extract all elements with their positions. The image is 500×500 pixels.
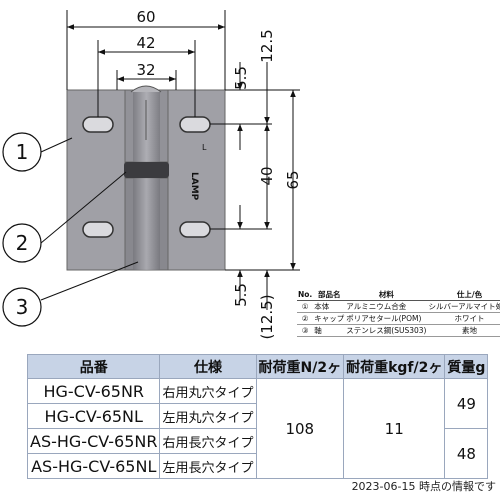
parts-header-no: No. (297, 289, 314, 301)
callout-1: 1 (2, 132, 42, 172)
hinge-cap (124, 162, 169, 178)
info-date-note: 2023-06-15 時点の情報です (351, 480, 496, 493)
spec-cell-code: HG-CV-65NR (26, 378, 161, 404)
callout-3-label: 3 (16, 295, 29, 319)
dim-width-60: 60 (136, 8, 155, 26)
dim-height-12-5-bottom: (12.5) (258, 294, 276, 339)
dim-height-12-5-top: 12.5 (258, 29, 276, 62)
spec-cell-load-n: 108 (255, 378, 345, 479)
parts-row: ② キャップ ポリアセタール(POM) ホワイト (297, 312, 500, 325)
parts-row: ③ 軸 ステンレス鋼(SUS303) 素地 (297, 324, 500, 337)
parts-cell-finish: ホワイト (427, 312, 500, 325)
spec-header-code: 品番 (26, 354, 161, 379)
mounting-hole-top-right (179, 116, 211, 133)
dim-height-5-5-top: 5.5 (232, 66, 250, 90)
parts-cell-name: 軸 (313, 324, 346, 337)
spec-cell-spec: 左用長穴タイプ (159, 453, 257, 479)
spec-table: 品番 仕様 耐荷重N/2ヶ 耐荷重kgf/2ヶ 質量g HG-CV-65NR 右… (26, 354, 489, 479)
dim-height-65: 65 (284, 170, 302, 189)
spec-cell-spec: 左用丸穴タイプ (159, 403, 257, 429)
spec-cell-code: AS-HG-CV-65NR (26, 428, 161, 454)
parts-header-name: 部品名 (313, 289, 346, 301)
spec-cell-code: AS-HG-CV-65NL (26, 453, 161, 479)
spec-cell-load-kgf: 11 (343, 378, 446, 479)
horizontal-dimensions (66, 10, 226, 117)
parts-cell-no: ① (297, 300, 314, 313)
spec-header-row: 品番 仕様 耐荷重N/2ヶ 耐荷重kgf/2ヶ 質量g (26, 354, 489, 379)
parts-row: ① 本体 アルミニウム合金 シルバーアルマイト処理 (297, 300, 500, 313)
dim-width-42: 42 (136, 34, 155, 52)
mounting-hole-top-left (82, 116, 114, 133)
spec-header-mass: 質量g (444, 354, 489, 379)
callout-1-label: 1 (16, 140, 29, 164)
spec-row: HG-CV-65NL 左用丸穴タイプ (26, 403, 488, 429)
dim-height-40: 40 (258, 166, 276, 185)
parts-cell-name: キャップ (313, 312, 346, 325)
parts-table: No. 部品名 材料 仕上/色 ① 本体 アルミニウム合金 シルバーアルマイト処… (297, 289, 500, 337)
spec-row: AS-HG-CV-65NR 右用長穴タイプ 48 (26, 428, 489, 479)
spec-cell-spec: 右用長穴タイプ (159, 428, 257, 454)
parts-cell-material: アルミニウム合金 (345, 300, 428, 313)
spec-cell-mass-top: 49 (444, 378, 489, 429)
dim-height-5-5-bottom: 5.5 (232, 283, 250, 307)
callout-2: 2 (2, 223, 42, 263)
hinge-body: LAMP L (66, 85, 226, 271)
vertical-dimensions (210, 62, 300, 310)
mounting-hole-bottom-right (179, 221, 211, 238)
parts-cell-material: ステンレス鋼(SUS303) (345, 324, 428, 337)
spec-row: HG-CV-65NR 右用丸穴タイプ 108 11 49 (26, 378, 489, 479)
callout-2-label: 2 (16, 231, 29, 255)
pin-top-cap (130, 85, 162, 93)
lamp-logo: LAMP (189, 172, 199, 201)
spec-row: AS-HG-CV-65NL 左用長穴タイプ (26, 453, 488, 479)
parts-header-row: No. 部品名 材料 仕上/色 (297, 289, 500, 301)
parts-header-material: 材料 (345, 289, 428, 301)
parts-cell-finish: シルバーアルマイト処理 (427, 300, 500, 313)
callouts (40, 137, 139, 301)
spec-cell-mass-bottom: 48 (444, 428, 489, 479)
leaf-mark: L (202, 143, 207, 152)
callout-3: 3 (2, 287, 42, 327)
mounting-hole-bottom-left (82, 221, 114, 238)
parts-header-finish: 仕上/色 (427, 289, 500, 301)
parts-cell-finish: 素地 (427, 324, 500, 337)
spec-cell-spec: 右用丸穴タイプ (159, 378, 257, 404)
spec-cell-code: HG-CV-65NL (26, 403, 161, 429)
spec-header-load-n: 耐荷重N/2ヶ (255, 354, 345, 379)
parts-cell-no: ③ (297, 324, 314, 337)
dim-width-32: 32 (136, 61, 155, 79)
parts-cell-name: 本体 (313, 300, 346, 313)
parts-cell-material: ポリアセタール(POM) (345, 312, 428, 325)
parts-cell-no: ② (297, 312, 314, 325)
spec-header-load-kgf: 耐荷重kgf/2ヶ (343, 354, 446, 379)
spec-header-spec: 仕様 (159, 354, 257, 379)
